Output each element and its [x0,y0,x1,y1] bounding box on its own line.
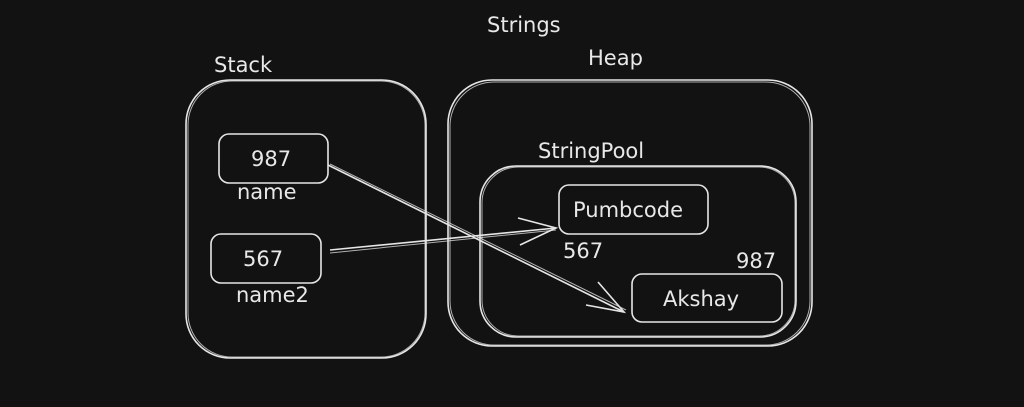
string-box-pumbcode [558,184,709,235]
string-value-pumbcode: Pumbcode [573,198,683,222]
heap-label: Heap [588,46,643,70]
arrow-name-to-akshay [327,163,627,314]
stack-var-name: 987 name [218,133,329,204]
stack-var-name2: 567 name2 [210,233,322,307]
stack-container [185,79,427,359]
pool-string-akshay: Akshay 987 [631,249,783,323]
value-box-987 [218,133,329,184]
stack-label: Stack [214,53,273,77]
string-pool-container [479,165,797,338]
variable-name-name2: name2 [236,283,309,307]
address-987: 987 [736,249,776,273]
pool-string-pumbcode: Pumbcode 567 [558,184,709,263]
value-box-567 [210,233,322,284]
string-value-akshay: Akshay [663,287,739,311]
variable-name-name: name [237,180,297,204]
heap-container [447,79,813,347]
stack-value-567: 567 [243,247,283,271]
arrow-name2-to-pumbcode [329,217,559,254]
string-box-akshay [631,273,783,323]
diagram-title: Strings [487,13,561,37]
stack-value-987: 987 [251,147,291,171]
string-pool-label: StringPool [538,139,644,163]
address-567: 567 [563,239,603,263]
